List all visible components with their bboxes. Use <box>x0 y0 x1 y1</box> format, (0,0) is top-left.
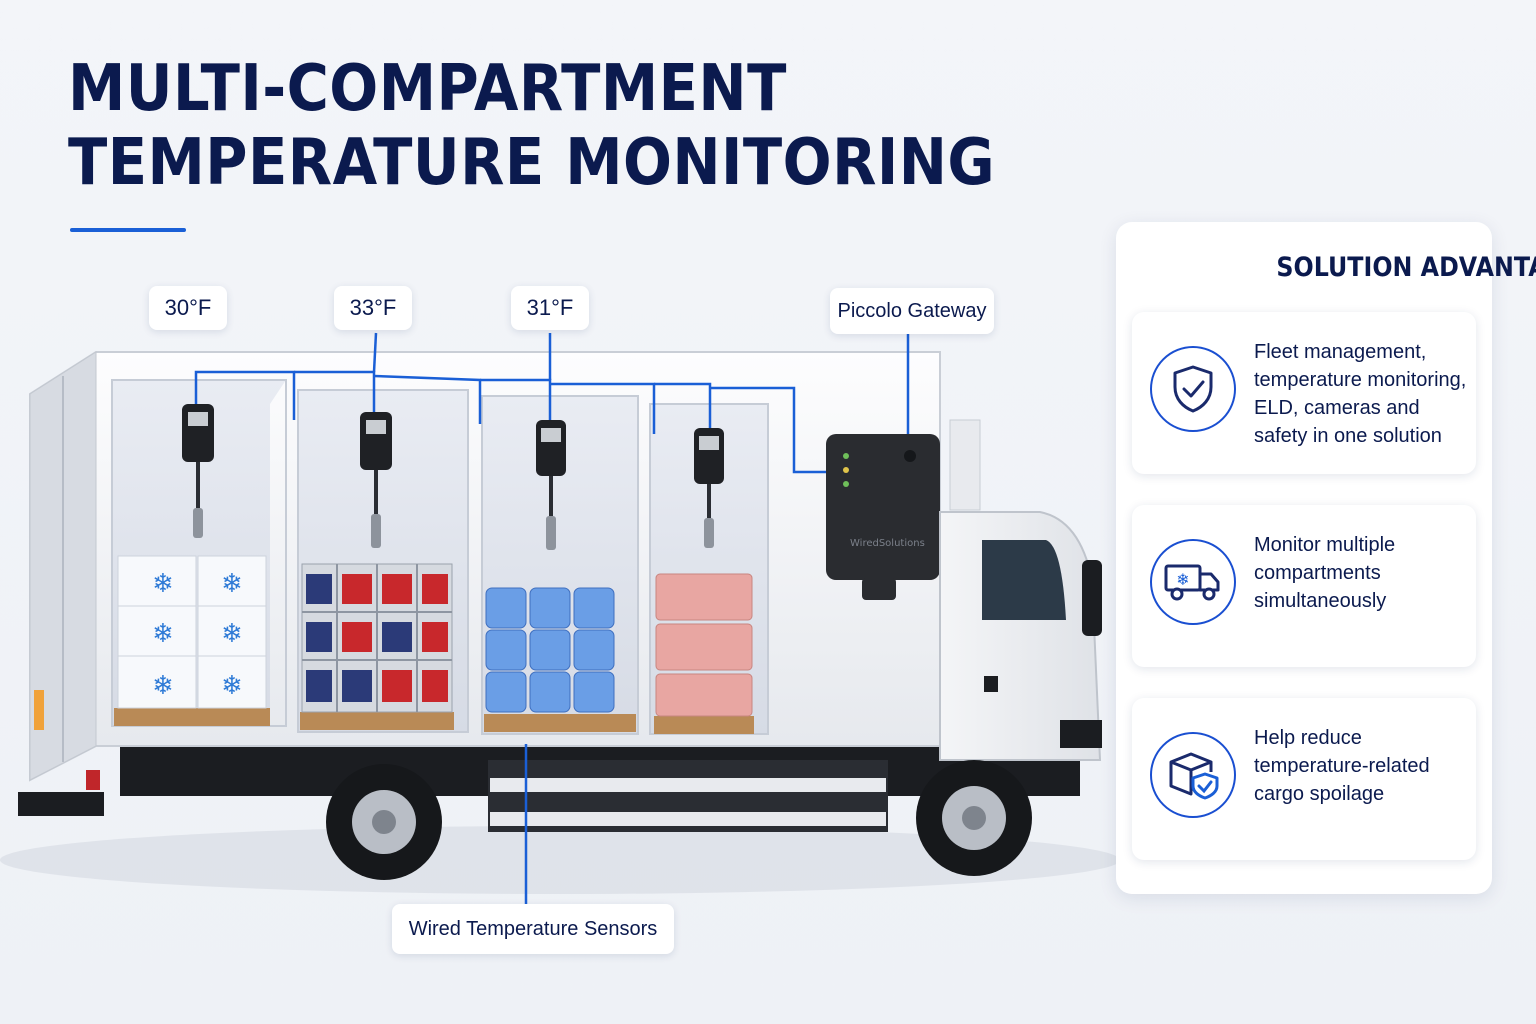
advantages-title: SOLUTION ADVANTAGES <box>1276 252 1536 283</box>
title-line-2: TEMPERATURE MONITORING <box>68 126 996 200</box>
svg-text:❄: ❄ <box>1176 570 1189 589</box>
box-shield-icon <box>1150 732 1236 818</box>
temperature-callout-compartment-2: 33°F <box>334 286 412 330</box>
pallet-4 <box>654 716 754 734</box>
title-line-1: MULTI-COMPARTMENT <box>68 52 787 126</box>
advantage-text: Monitor multiple compartments simultaneo… <box>1254 534 1396 612</box>
svg-text:❄: ❄ <box>221 671 243 701</box>
page-title: MULTI-COMPARTMENT TEMPERATURE MONITORING <box>68 52 995 200</box>
front-bumper <box>1060 720 1102 748</box>
gateway-callout: Piccolo Gateway <box>830 288 994 334</box>
side-rail-top <box>490 778 886 792</box>
rear-bumper <box>18 792 104 816</box>
sensor-1 <box>182 404 214 538</box>
sensor-devices <box>182 404 724 550</box>
ground-shadow <box>0 826 1120 894</box>
produce-crates <box>300 563 454 730</box>
advantage-card: ❄ Monitor multiple compartments simultan… <box>1132 505 1476 667</box>
meat-packs <box>654 573 754 734</box>
refrigerated-truck-icon: ❄ <box>1150 539 1236 625</box>
pallet-2 <box>300 712 454 730</box>
sensor-3 <box>536 420 566 550</box>
rear-reflector-amber <box>34 690 44 730</box>
pallet-3 <box>484 714 636 732</box>
sensor-2 <box>360 412 392 548</box>
svg-text:❄: ❄ <box>152 619 174 649</box>
shield-check-icon <box>1150 346 1236 432</box>
rear-light <box>86 770 100 790</box>
advantage-text: Help reduce temperature-related cargo sp… <box>1254 727 1430 805</box>
side-rail-bottom <box>490 812 886 826</box>
svg-text:❄: ❄ <box>221 569 243 599</box>
sensors-callout: Wired Temperature Sensors <box>392 904 674 954</box>
cab-window <box>982 540 1066 620</box>
piccolo-gateway-device: WiredSolutions <box>826 434 940 600</box>
pallet-1 <box>114 708 270 726</box>
temperature-callout-compartment-1: 30°F <box>149 286 227 330</box>
svg-text:❄: ❄ <box>152 569 174 599</box>
temperature-callout-compartment-3: 31°F <box>511 286 589 330</box>
frozen-boxes: ❄ ❄ ❄ ❄ ❄ ❄ <box>114 555 270 726</box>
truck-cab <box>939 419 1102 761</box>
svg-text:❄: ❄ <box>221 619 243 649</box>
side-mirror <box>1082 560 1102 636</box>
reefer-unit <box>949 419 981 511</box>
wheels <box>326 760 1032 880</box>
advantage-card: Help reduce temperature-related cargo sp… <box>1132 698 1476 860</box>
svg-text:❄: ❄ <box>152 671 174 701</box>
advantage-card: Fleet management, temperature monitoring… <box>1132 312 1476 474</box>
sensor-4 <box>694 428 724 548</box>
sensor-wiring <box>194 332 910 904</box>
gateway-brand-text: WiredSolutions <box>850 538 925 549</box>
ice-cream-tubs <box>484 587 636 732</box>
advantage-text: Fleet management, temperature monitoring… <box>1254 341 1467 447</box>
title-underline <box>70 228 186 232</box>
